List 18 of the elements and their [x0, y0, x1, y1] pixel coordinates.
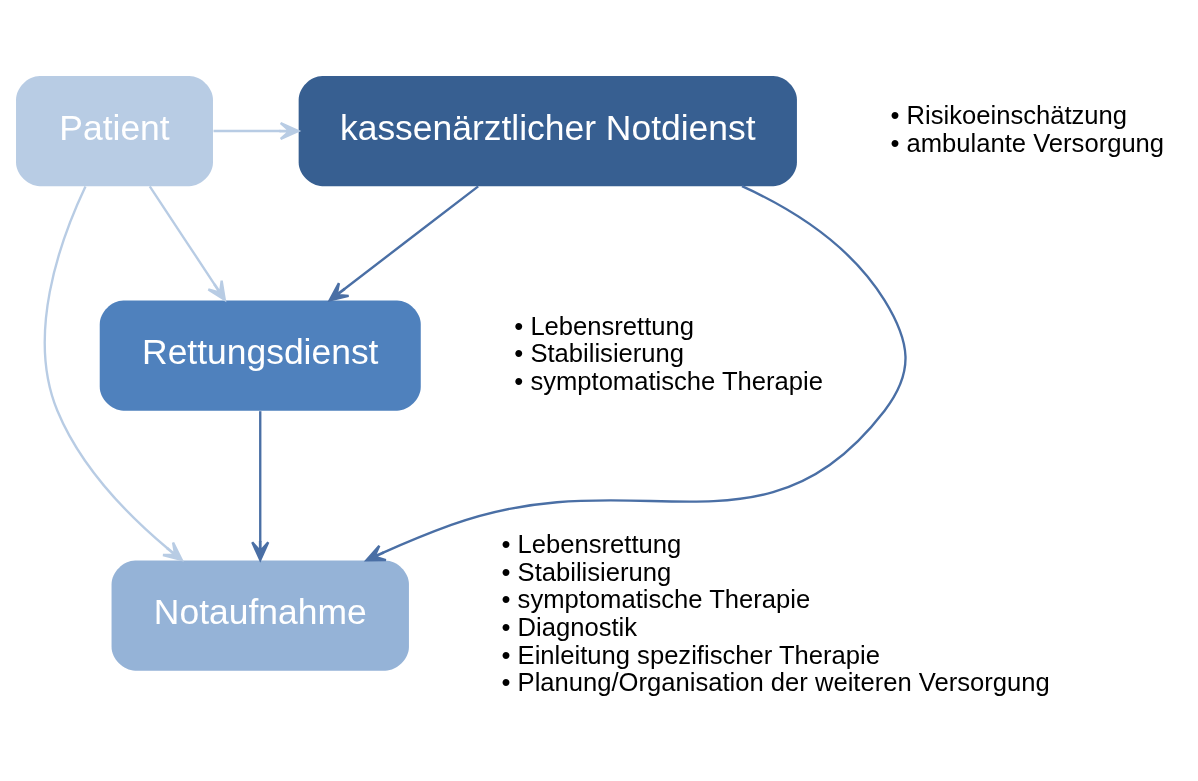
node-label: • Lebensrettung — [514, 311, 695, 340]
node-box: Rettungsdienst — [99, 299, 421, 411]
arrow — [365, 184, 907, 561]
node-label: • Stabilisierung — [501, 557, 672, 586]
arrow — [328, 184, 479, 301]
arrow — [251, 410, 270, 561]
node-label: • ambulante Versorgung — [890, 128, 1165, 157]
node-label: • Einleitung spezifischer Therapie — [501, 640, 880, 669]
node-box: Notaufnahme — [111, 559, 409, 671]
node-box: Patient — [16, 75, 213, 186]
node-label: • Diagnostik — [501, 612, 638, 641]
node-box: kassenärztlicher Notdienst — [298, 75, 797, 186]
node-label: • Lebensrettung — [501, 529, 682, 558]
arrow — [148, 185, 226, 301]
arrow — [43, 185, 183, 561]
node-label: • symptomatische Therapie — [514, 366, 823, 395]
arrow — [213, 121, 300, 140]
node-label: • Risikoeinschätzung — [890, 100, 1128, 129]
